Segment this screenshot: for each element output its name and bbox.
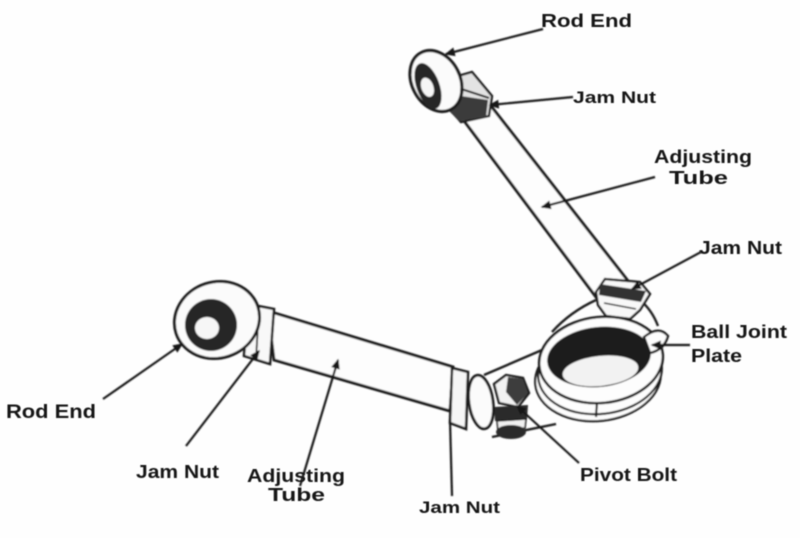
svg-text:Rod End: Rod End	[6, 402, 96, 423]
svg-text:Adjusting: Adjusting	[247, 466, 345, 486]
svg-text:Jam Nut: Jam Nut	[419, 498, 500, 517]
svg-text:Ball Joint: Ball Joint	[691, 322, 787, 342]
svg-text:Tube: Tube	[669, 168, 728, 188]
svg-text:Jam Nut: Jam Nut	[136, 462, 219, 482]
svg-text:Tube: Tube	[268, 485, 325, 505]
svg-text:Plate: Plate	[691, 346, 742, 366]
svg-text:Jam Nut: Jam Nut	[573, 88, 656, 107]
svg-text:Adjusting: Adjusting	[654, 147, 752, 167]
svg-text:Pivot Bolt: Pivot Bolt	[580, 465, 677, 485]
svg-text:Rod End: Rod End	[541, 11, 632, 31]
svg-text:Jam Nut: Jam Nut	[699, 238, 782, 258]
